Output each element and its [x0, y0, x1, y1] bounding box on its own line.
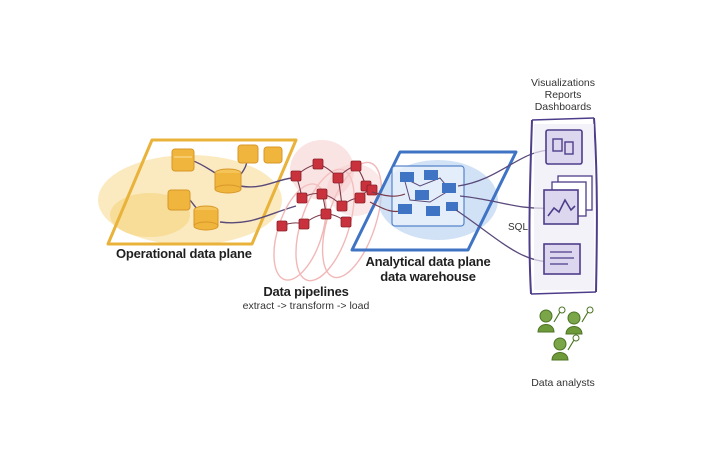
pipelines-title: Data pipelines: [263, 284, 349, 299]
database-icon: [214, 168, 242, 194]
consumer-panel: [528, 117, 598, 295]
analyst-person-icon: [565, 306, 594, 335]
consumers-label-dashboards: Dashboards: [534, 101, 592, 113]
dashboard-icon: [543, 243, 581, 275]
consumers-label-reports: Reports: [544, 89, 582, 101]
pipeline-node-icon: [312, 158, 324, 170]
pipeline-node-icon: [354, 192, 366, 204]
analytical-data-plane: [350, 150, 518, 252]
warehouse-table-icon: [415, 190, 429, 200]
pipeline-node-icon: [350, 160, 362, 172]
warehouse-table-icon: [426, 206, 440, 216]
warehouse-table-icon: [446, 202, 458, 211]
data-pipelines: [273, 140, 383, 282]
warehouse-table-icon: [442, 183, 456, 193]
warehouse-table-icon: [424, 170, 438, 180]
database-icon: [171, 148, 195, 172]
database-icon: [237, 144, 259, 164]
operational-plane-label: Operational data plane: [116, 246, 252, 261]
pipeline-node-icon: [276, 220, 288, 232]
warehouse-table-icon: [398, 204, 412, 214]
pipeline-node-icon: [336, 200, 348, 212]
data-analysts-label: Data analysts: [531, 377, 595, 389]
analyst-person-icon: [551, 334, 580, 361]
warehouse-label: data warehouse: [380, 269, 476, 284]
database-icon: [263, 146, 283, 164]
consumers-label-visualizations: Visualizations: [530, 77, 596, 89]
database-icon: [167, 189, 191, 211]
pipeline-node-icon: [298, 218, 310, 230]
chart-report-icon: [543, 175, 593, 225]
pipeline-node-icon: [320, 208, 332, 220]
pipeline-node-icon: [340, 216, 352, 228]
sql-label: SQL: [508, 222, 528, 233]
pipelines-subtitle: extract -> transform -> load: [242, 300, 370, 312]
pipeline-node-icon: [316, 188, 328, 200]
analyst-person-icon: [537, 306, 566, 333]
analytical-plane-label: Analytical data plane: [365, 254, 491, 269]
visualization-icon: [545, 129, 583, 165]
pipeline-node-icon: [290, 170, 302, 182]
warehouse-table-icon: [400, 172, 414, 182]
data-analysts: [537, 306, 594, 361]
database-icon: [193, 205, 219, 231]
pipeline-node-icon: [296, 192, 308, 204]
pipeline-node-icon: [332, 172, 344, 184]
operational-data-plane: [98, 138, 298, 246]
